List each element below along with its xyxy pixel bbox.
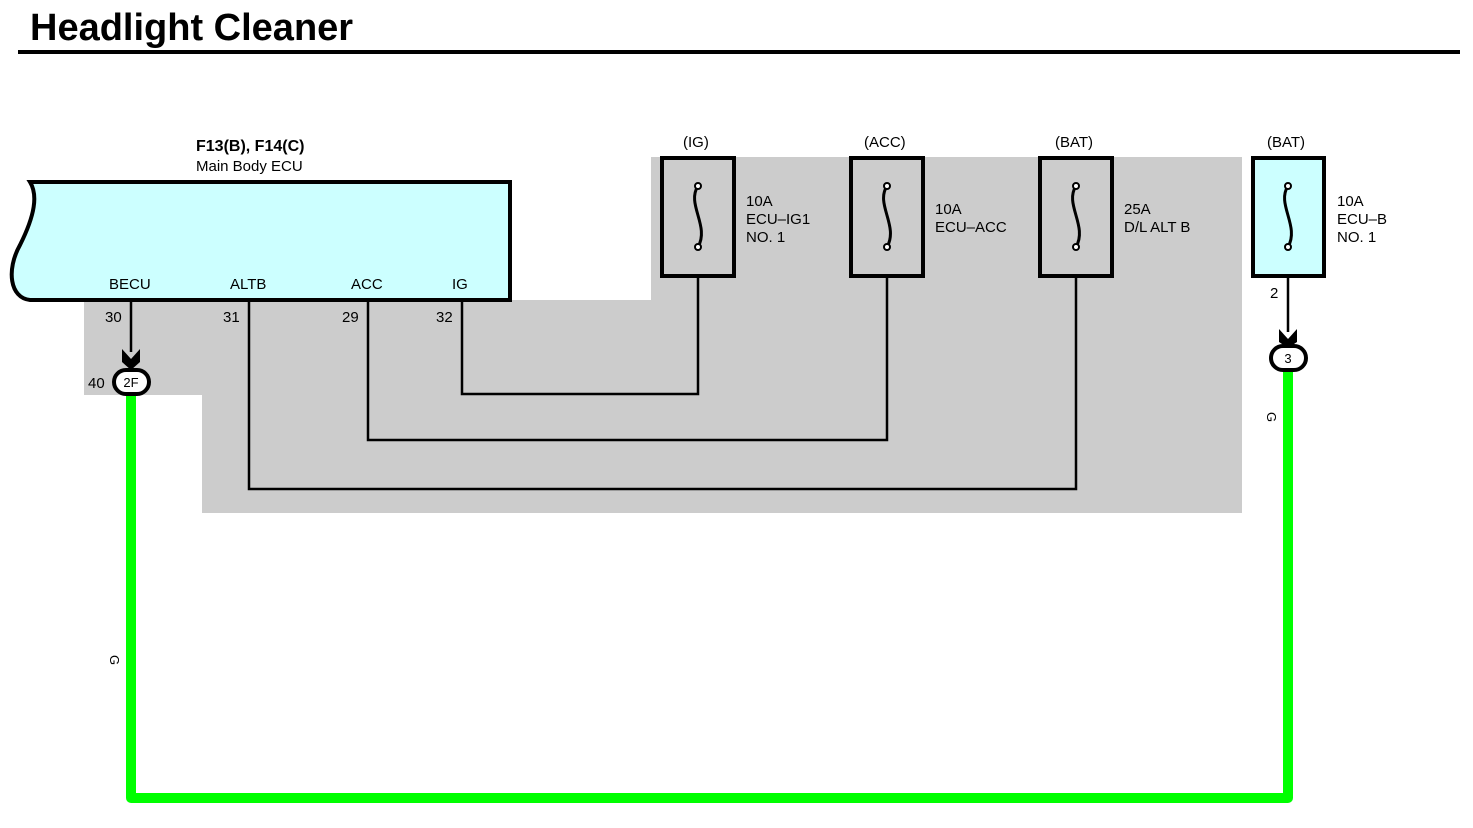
fuse-terminal-icon bbox=[694, 243, 702, 251]
fuse-terminal-icon bbox=[883, 243, 891, 251]
fuse-terminal-icon bbox=[1284, 243, 1292, 251]
fuse-icon bbox=[882, 185, 892, 248]
connector-3: 3 bbox=[1269, 329, 1308, 372]
fuse-name: ECU–B bbox=[1337, 211, 1387, 228]
fuse-rating: 10A bbox=[1337, 193, 1364, 210]
ecu-pin-number-becu: 30 bbox=[105, 309, 122, 326]
fuse-source-label: (IG) bbox=[683, 134, 709, 151]
connector-oval bbox=[1269, 344, 1308, 372]
fuse-source-label: (BAT) bbox=[1055, 134, 1093, 151]
fuse-terminal-icon bbox=[1072, 182, 1080, 190]
wire-altb bbox=[247, 245, 1078, 491]
title-underline bbox=[18, 50, 1460, 54]
connector-pin-number: 40 bbox=[88, 375, 105, 392]
wire-ig bbox=[460, 245, 700, 396]
green-wire bbox=[126, 372, 1293, 803]
wire-color-code-left: G bbox=[107, 655, 122, 665]
ecu-name: Main Body ECU bbox=[196, 158, 303, 175]
fuse-rating: 10A bbox=[935, 201, 962, 218]
connector-label: 2F bbox=[123, 375, 138, 390]
fuse-ecu-acc: (ACC) 10A ECU–ACC bbox=[849, 134, 1007, 278]
fuse-rating: 25A bbox=[1124, 201, 1151, 218]
fuse-name: ECU–IG1 bbox=[746, 211, 810, 228]
fuse-terminal-icon bbox=[694, 182, 702, 190]
fuse-pin-number: 2 bbox=[1270, 285, 1278, 302]
wire-color-code-right: G bbox=[1264, 412, 1279, 422]
ecu-pin-number-ig: 32 bbox=[436, 309, 453, 326]
connector-arrow-icon bbox=[1279, 329, 1297, 348]
ecu-pin-label-altb: ALTB bbox=[230, 276, 266, 293]
shaded-area bbox=[84, 157, 1242, 513]
fuse-terminal-icon bbox=[1284, 182, 1292, 190]
fuse-terminal-icon bbox=[1072, 243, 1080, 251]
ecu-body bbox=[9, 180, 512, 302]
connector-oval bbox=[112, 368, 151, 396]
fuse-icon bbox=[693, 185, 703, 248]
connector-label: 3 bbox=[1284, 351, 1291, 366]
fuse-icon bbox=[1283, 185, 1293, 248]
fuse-ecu-ig1: (IG) 10A ECU–IG1 NO. 1 bbox=[660, 134, 810, 278]
connector-2f: 2F 40 bbox=[88, 349, 151, 396]
fuse-name-line2: NO. 1 bbox=[746, 229, 785, 246]
fuse-icon bbox=[1071, 185, 1081, 248]
fuse-name: ECU–ACC bbox=[935, 219, 1007, 236]
connector-arrow-icon bbox=[122, 349, 140, 370]
ecu-pin-label-becu: BECU bbox=[109, 276, 151, 293]
fuse-box bbox=[1251, 156, 1326, 278]
fuse-source-label: (BAT) bbox=[1267, 134, 1305, 151]
wire-acc bbox=[366, 245, 889, 442]
ecu-pin-label-acc: ACC bbox=[351, 276, 383, 293]
fuse-rating: 10A bbox=[746, 193, 773, 210]
fuse-name: D/L ALT B bbox=[1124, 219, 1190, 236]
page-title: Headlight Cleaner bbox=[30, 7, 353, 49]
ecu-pin-number-acc: 29 bbox=[342, 309, 359, 326]
fuse-ecu-b: (BAT) 10A ECU–B NO. 1 2 bbox=[1251, 134, 1387, 302]
ecu-pin-label-ig: IG bbox=[452, 276, 468, 293]
fuse-dl-alt-b: (BAT) 25A D/L ALT B bbox=[1038, 134, 1190, 278]
black-wires bbox=[129, 245, 1290, 491]
fuse-source-label: (ACC) bbox=[864, 134, 906, 151]
ecu-pin-number-altb: 31 bbox=[223, 309, 240, 326]
fuse-terminal-icon bbox=[883, 182, 891, 190]
fuse-name-line2: NO. 1 bbox=[1337, 229, 1376, 246]
ecu-connector-code: F13(B), F14(C) bbox=[196, 138, 304, 155]
